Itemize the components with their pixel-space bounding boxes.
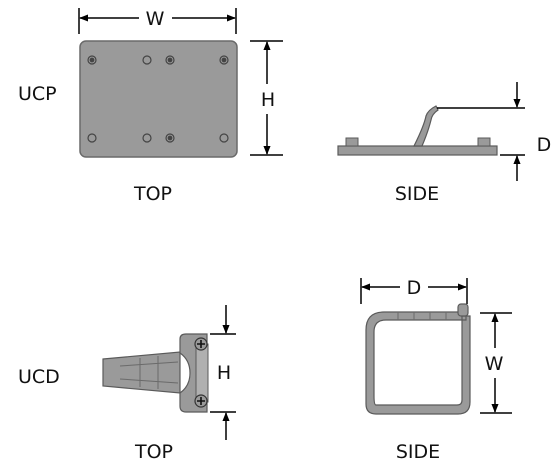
ucp-side-hook [413,105,439,147]
ucp-side-screw-left [345,137,359,147]
ucd-finger [102,351,181,394]
ucd-side-ring [365,311,471,415]
row-label-ucd: UCD [18,366,60,388]
ucd-side-ring-tab [457,303,469,317]
ucd-side-w-label: W [485,353,504,375]
ucd-bracket-edge [195,343,209,403]
ucp-side-screw-right [477,137,491,147]
ucd-top-h-label: H [217,362,231,384]
ucp-plate-holes [87,55,229,143]
ucd-finger-ribs [119,356,179,389]
ucp-plate [79,40,238,158]
ucp-top-caption: TOP [133,183,172,205]
ucd-side-ring-ribs [397,312,447,320]
row-label-ucp: UCP [18,83,57,105]
ucd-top-view: H TOP [102,305,236,463]
ucd-side-d-label: D [407,277,422,299]
ucp-side-d-label: D [537,134,552,156]
ucd-top-caption: TOP [134,441,173,463]
ucd-side-view: D W SIDE [360,277,512,463]
ucp-side-base [337,145,498,156]
ucp-side-view: D SIDE [337,82,552,205]
ucd-side-caption: SIDE [396,441,440,463]
ucp-top-view: W H TOP [78,8,283,205]
ucp-top-w-label: W [146,8,165,30]
ucp-top-h-label: H [261,89,275,111]
ucd-screws [194,337,208,408]
ucp-side-caption: SIDE [395,183,439,205]
